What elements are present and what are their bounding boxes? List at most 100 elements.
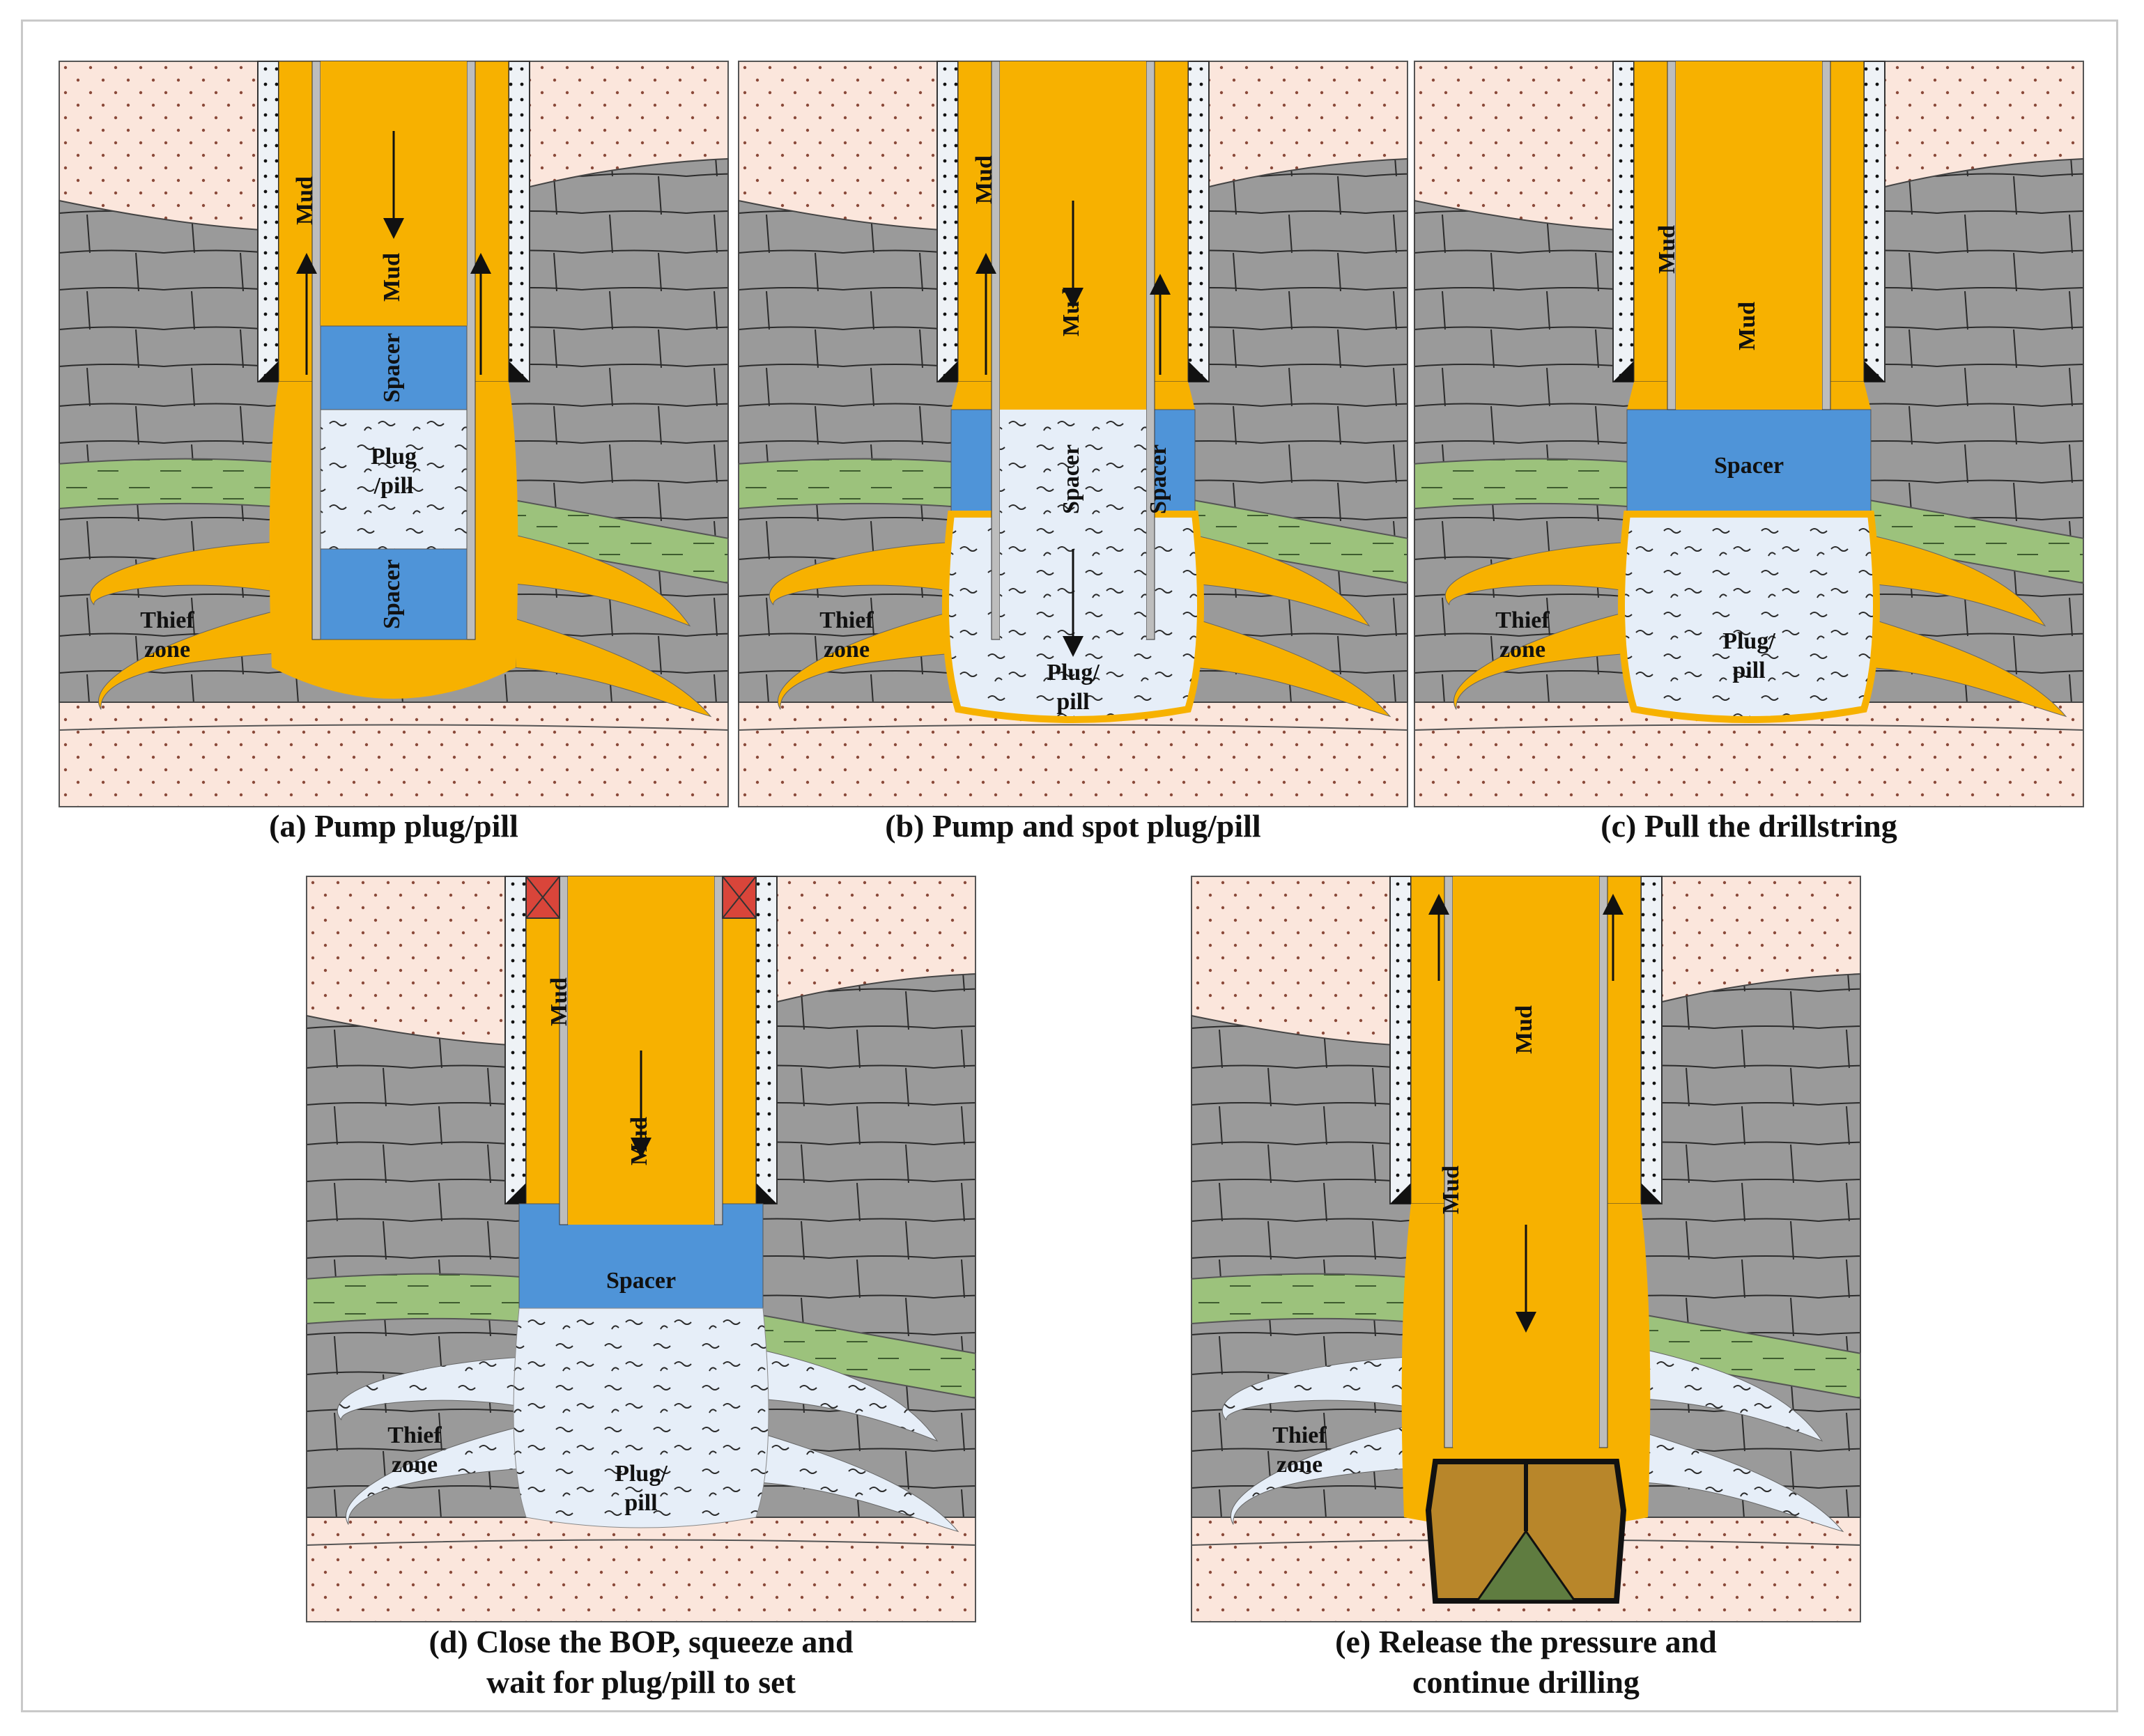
pipe-plug (320, 409, 468, 550)
label-thief-2: zone (1499, 637, 1545, 662)
casing-left (1612, 61, 1635, 382)
label-thief-1: Thief (1495, 607, 1550, 633)
sand-bottom (1414, 724, 2084, 807)
casing-left (936, 61, 959, 382)
thief-fracture-left-upper (1221, 1356, 1405, 1420)
thief-fracture-right-lower (1647, 1433, 1844, 1533)
thief-fracture-right-lower (1194, 618, 1391, 718)
drillpipe-wall-left (559, 876, 569, 1225)
casing-shoe-left (258, 361, 279, 382)
pipe-mud (1676, 61, 1822, 410)
label-mud-pipe: Mud (1511, 1005, 1537, 1054)
thief-fracture-right-upper (515, 534, 691, 627)
label-plug-1: Plug/ (615, 1461, 668, 1487)
casing-shoe-left (1613, 361, 1634, 382)
label-mud-annulus: Mud (1654, 225, 1680, 274)
label-mud-pipe: Mud (379, 253, 405, 302)
casing-shoe-right (1641, 1183, 1662, 1204)
caption-e: (e) Release the pressure and continue dr… (1191, 1622, 1860, 1703)
casing-left (504, 876, 527, 1204)
thief-fracture-left-upper (1444, 541, 1628, 605)
pipe-spacer-bottom (320, 548, 468, 640)
caption-d-line2: wait for plug/pill to set (486, 1664, 796, 1700)
label-plug-1: Plug (371, 444, 417, 470)
drillpipe-wall-right (1598, 876, 1608, 1448)
label-spacer-left: Spacer (1058, 444, 1084, 514)
drillpipe-wall-right (714, 876, 723, 1225)
thief-fracture-left-lower (1453, 611, 1628, 710)
drillpipe-wall-right (466, 61, 476, 640)
caption-b: (b) Pump and spot plug/pill (739, 806, 1408, 846)
caption-b-text: (b) Pump and spot plug/pill (885, 808, 1261, 844)
sand-bottom (306, 1539, 976, 1622)
casing-shoe-left (1390, 1183, 1411, 1204)
casing-shoe-right (1864, 361, 1885, 382)
label-mud-pipe: Mud (626, 1117, 652, 1165)
casing-right (1187, 61, 1210, 382)
drillpipe-wall-left (1444, 876, 1453, 1448)
casing-shoe-right (509, 361, 530, 382)
thief-fracture-left-upper (337, 1356, 520, 1420)
caption-e-line2: continue drilling (1412, 1664, 1640, 1700)
thief-fracture-right-upper (1870, 534, 2046, 627)
plug-openhole (513, 1308, 769, 1528)
label-mud-annulus: Mud (1438, 1165, 1464, 1214)
casing-shoe-left (505, 1183, 526, 1204)
label-plug-2: /pill (373, 473, 414, 499)
label-thief-1: Thief (140, 607, 194, 633)
sand-bottom (738, 724, 1408, 807)
caption-a-text: (a) Pump plug/pill (269, 808, 518, 844)
drill-bit-cutters (1475, 1529, 1577, 1602)
casing-right (1863, 61, 1885, 382)
pipe-spacer-top (320, 325, 468, 410)
label-mud-pipe: Mud (1058, 288, 1084, 336)
casing-right (755, 876, 778, 1204)
caption-d: (d) Close the BOP, squeeze and wait for … (307, 1622, 975, 1703)
thief-fracture-right-lower (1870, 618, 2067, 718)
label-spacer: Spacer (1714, 453, 1784, 479)
caption-c-text: (c) Pull the drillstring (1601, 808, 1897, 844)
thief-fracture-left-lower (345, 1426, 520, 1525)
label-thief-2: zone (144, 637, 190, 662)
label-thief-2: zone (392, 1452, 438, 1478)
casing-shoe-left (937, 361, 958, 382)
plug-openhole (1618, 511, 1880, 723)
label-plug-2: pill (1056, 689, 1089, 715)
drillpipe-wall-left (991, 61, 1001, 640)
label-thief-1: Thief (387, 1423, 442, 1448)
thief-fracture-left-upper (89, 541, 272, 605)
casing-left (1389, 876, 1412, 1204)
label-mud-annulus: Mud (971, 155, 997, 204)
thief-fracture-right-lower (515, 618, 712, 718)
label-plug-1: Plug/ (1722, 628, 1775, 654)
caption-a: (a) Pump plug/pill (59, 806, 728, 846)
label-plug-1: Plug/ (1047, 660, 1100, 685)
sand-bottom (59, 724, 729, 807)
label-thief-2: zone (824, 637, 870, 662)
thief-fracture-left-lower (1230, 1426, 1405, 1525)
casing-shoe-right (756, 1183, 777, 1204)
label-thief-1: Thief (1272, 1423, 1327, 1448)
caption-e-line1: (e) Release the pressure and (1335, 1624, 1717, 1659)
caption-c: (c) Pull the drillstring (1414, 806, 2083, 846)
casing-right (508, 61, 530, 382)
label-mud-annulus: Mud (292, 176, 318, 225)
drillpipe-wall-right (1821, 61, 1831, 410)
drillpipe-wall-right (1146, 61, 1155, 640)
drillpipe-wall-left (311, 61, 321, 640)
label-plug-2: pill (1732, 658, 1765, 683)
thief-fracture-right-upper (1194, 534, 1371, 627)
label-plug-2: pill (624, 1490, 657, 1516)
bop-ram-cross (525, 876, 757, 919)
label-mud-annulus: Mud (546, 977, 572, 1026)
casing-right (1640, 876, 1663, 1204)
casing-left (257, 61, 279, 382)
caption-d-line1: (d) Close the BOP, squeeze and (429, 1624, 854, 1659)
label-spacer-bottom: Spacer (379, 559, 405, 629)
thief-fracture-left-lower (777, 611, 952, 710)
